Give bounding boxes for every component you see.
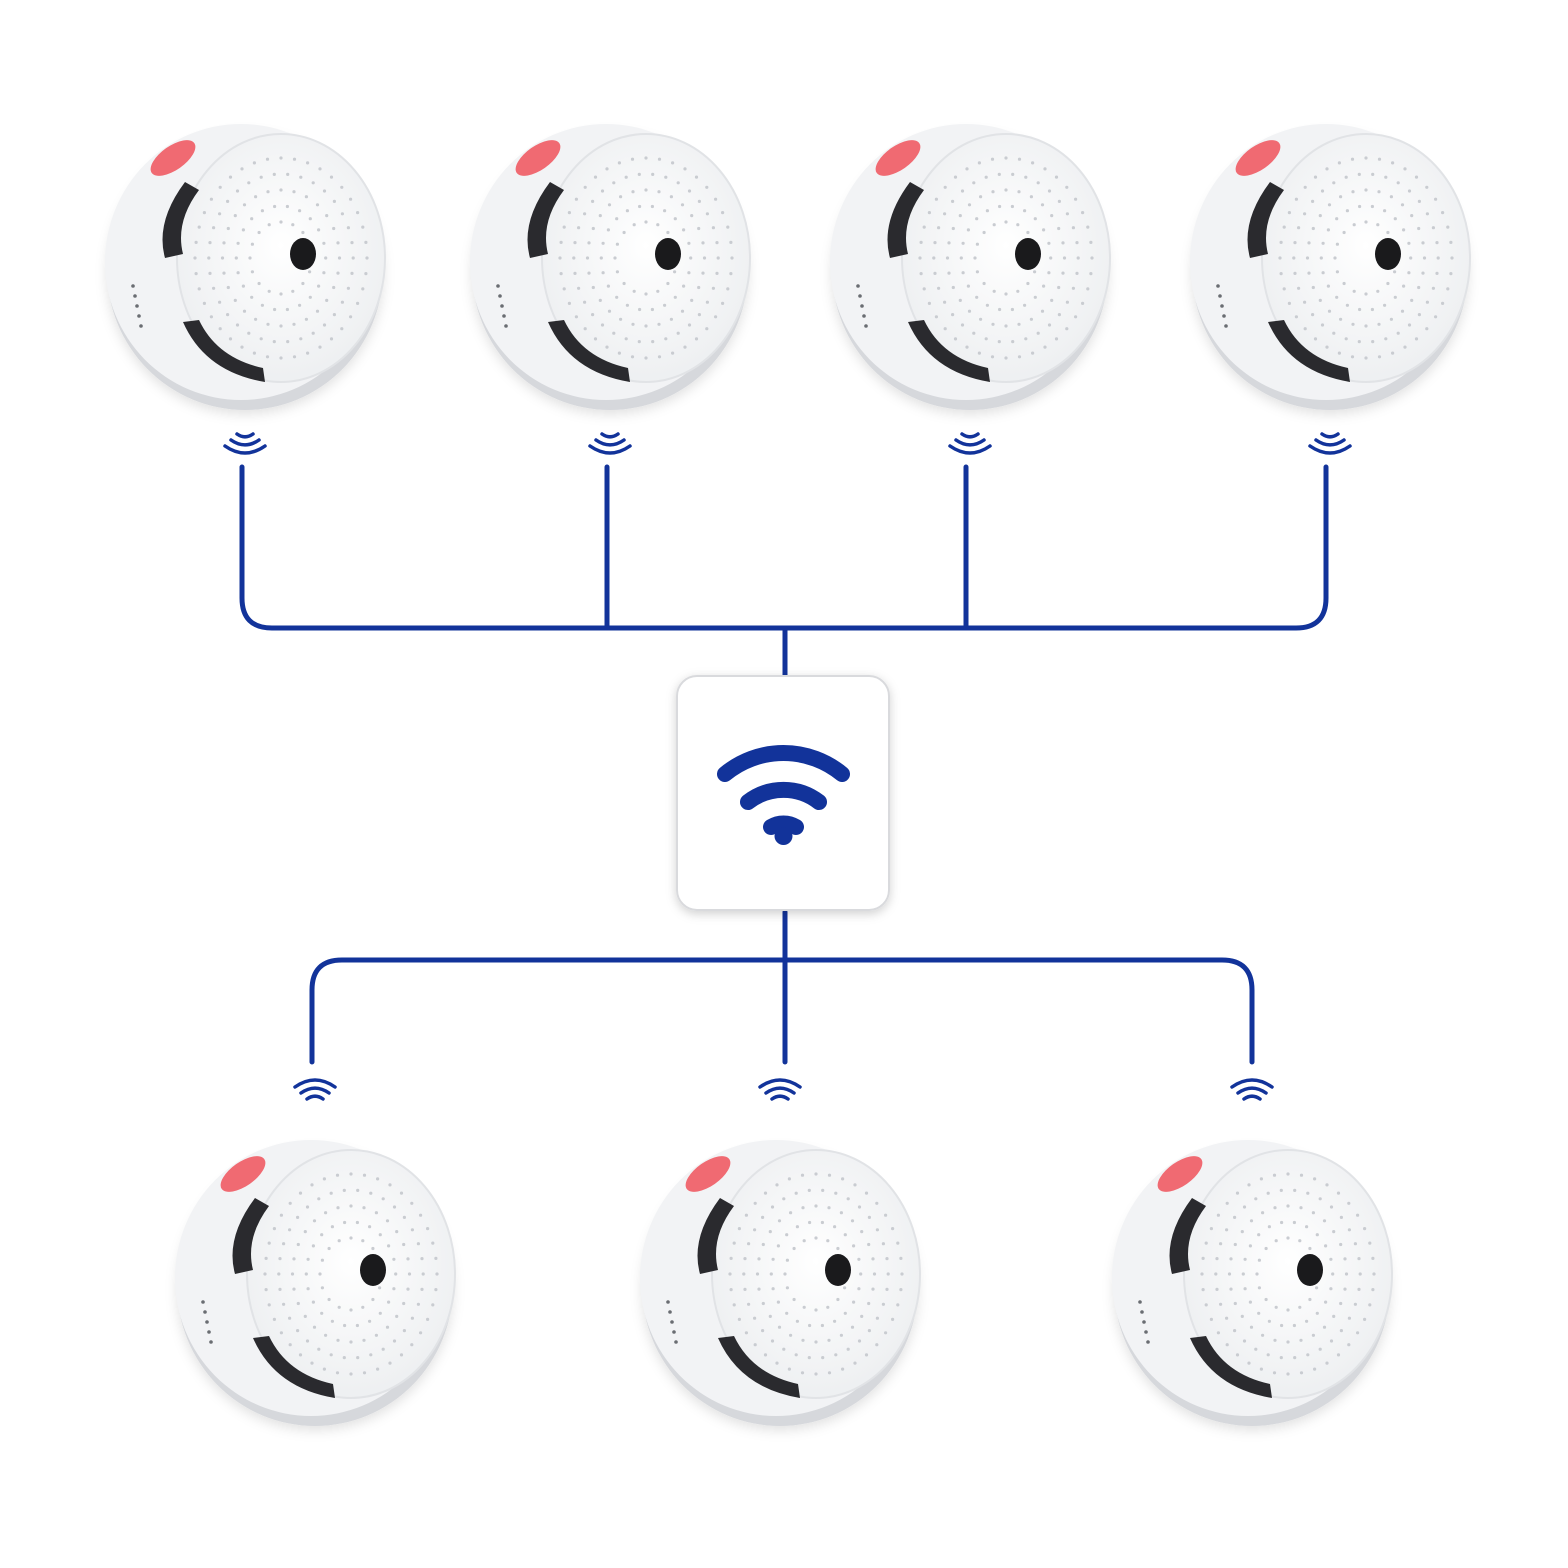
sensor-hole xyxy=(290,238,316,270)
wireless-signal-icon xyxy=(223,432,267,455)
sensor-hole xyxy=(825,1254,851,1286)
wifi-hub xyxy=(676,675,890,911)
vent-grille xyxy=(718,1336,800,1398)
side-markings xyxy=(1138,1300,1150,1344)
vent-grille xyxy=(548,320,630,382)
detector-face xyxy=(541,133,751,383)
vent-grille xyxy=(162,182,199,258)
vent-grille xyxy=(253,1336,335,1398)
speaker-perforations xyxy=(1278,156,1454,360)
vent-grille xyxy=(1190,1336,1272,1398)
led-indicator xyxy=(150,140,196,176)
wireless-signal-icon xyxy=(1308,432,1352,455)
detector-face xyxy=(246,1149,456,1399)
detector-face xyxy=(1183,1149,1393,1399)
smoke-detector xyxy=(470,124,751,410)
wireless-signal-icon xyxy=(588,432,632,455)
smoke-detector xyxy=(1190,124,1471,410)
smoke-detector xyxy=(830,124,1111,410)
side-markings xyxy=(496,284,508,328)
speaker-perforations xyxy=(193,156,369,360)
side-markings xyxy=(856,284,868,328)
vent-grille xyxy=(183,320,265,382)
led-indicator xyxy=(685,1156,731,1192)
sensor-hole xyxy=(655,238,681,270)
bottom-bus-line xyxy=(309,957,1255,1065)
led-indicator xyxy=(220,1156,266,1192)
sensor-hole xyxy=(1297,1254,1323,1286)
led-indicator xyxy=(875,140,921,176)
smoke-detector xyxy=(105,124,386,410)
side-markings xyxy=(131,284,143,328)
side-markings xyxy=(666,1300,678,1344)
vent-grille xyxy=(232,1198,269,1274)
vent-grille xyxy=(697,1198,734,1274)
led-indicator xyxy=(515,140,561,176)
wireless-signal-icon xyxy=(948,432,992,455)
wireless-signal-icon xyxy=(1230,1078,1274,1101)
detector-face xyxy=(176,133,386,383)
side-markings xyxy=(201,1300,213,1344)
device-layer xyxy=(105,124,1471,1426)
wireless-signal-icon xyxy=(758,1078,802,1101)
top-bus-line xyxy=(239,464,1329,631)
vent-grille xyxy=(887,182,924,258)
led-indicator xyxy=(1157,1156,1203,1192)
vent-grille xyxy=(527,182,564,258)
detector-face xyxy=(1261,133,1471,383)
side-markings xyxy=(1216,284,1228,328)
connection-lines xyxy=(239,464,1329,1065)
led-indicator xyxy=(1235,140,1281,176)
sensor-hole xyxy=(360,1254,386,1286)
speaker-perforations xyxy=(918,156,1094,360)
vent-grille xyxy=(1268,320,1350,382)
speaker-perforations xyxy=(1200,1172,1376,1376)
vent-grille xyxy=(1247,182,1284,258)
sensor-hole xyxy=(1375,238,1401,270)
smoke-detector xyxy=(640,1140,921,1426)
vent-grille xyxy=(1169,1198,1206,1274)
sensor-hole xyxy=(1015,238,1041,270)
vent-grille xyxy=(908,320,990,382)
detector-face xyxy=(901,133,1111,383)
detector-face xyxy=(711,1149,921,1399)
smoke-detector xyxy=(1112,1140,1393,1426)
speaker-perforations xyxy=(728,1172,904,1376)
smoke-detector xyxy=(175,1140,456,1426)
wifi-icon xyxy=(717,745,850,845)
wireless-signal-icon xyxy=(293,1078,337,1101)
